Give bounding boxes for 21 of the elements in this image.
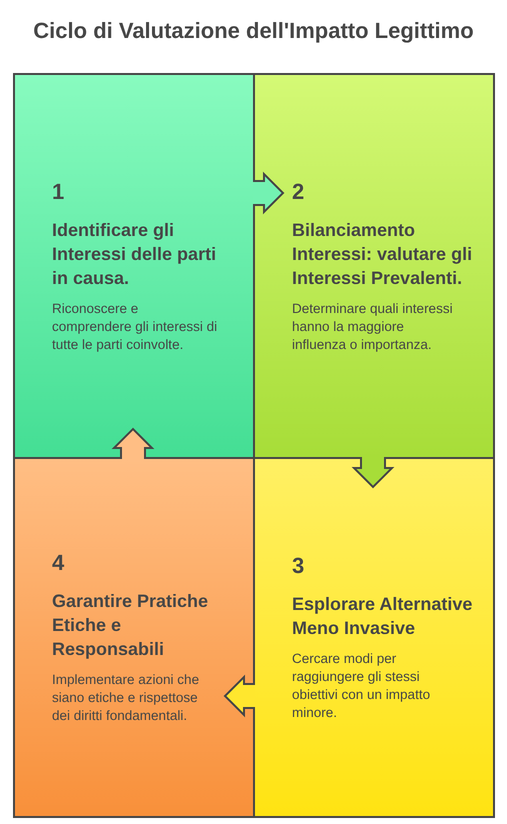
arrow <box>112 428 154 460</box>
quadrant-panel <box>13 457 255 818</box>
diagram-title: Ciclo di Valutazione dell'Impatto Legittimo <box>33 17 474 45</box>
step-title: Identificare gli Interessi delle parti in causa. <box>52 218 218 290</box>
quadrant-panel <box>253 457 495 818</box>
step-title: Esplorare Alternative Meno Invasive <box>292 593 474 640</box>
step-description: Cercare modi per raggiungere gli stessi obiettivi con un impatto minore. <box>292 650 432 722</box>
quadrant-panel <box>253 73 495 459</box>
step-number: 1 <box>52 178 64 204</box>
step-number: 4 <box>52 550 64 576</box>
arrow <box>352 456 394 488</box>
step-title: Bilanciamento Interessi: valutare gli Interessi Prevalenti. <box>292 218 474 290</box>
step-title: Garantire Pratiche Etiche e Responsabili <box>52 590 210 661</box>
step-number: 2 <box>292 178 304 204</box>
step-description: Determinare quali interessi hanno la maggiore influenza o importanza. <box>292 300 454 354</box>
arrow <box>224 674 256 718</box>
step-description: Riconoscere e comprendere gli interessi di tutte le parti coinvolte. <box>52 300 218 354</box>
step-number: 3 <box>292 553 304 579</box>
step-description: Implementare azioni che siano etiche e rispettose dei diritti fondamentali. <box>52 671 200 725</box>
quadrant-panel <box>13 73 255 459</box>
arrow <box>252 172 284 214</box>
